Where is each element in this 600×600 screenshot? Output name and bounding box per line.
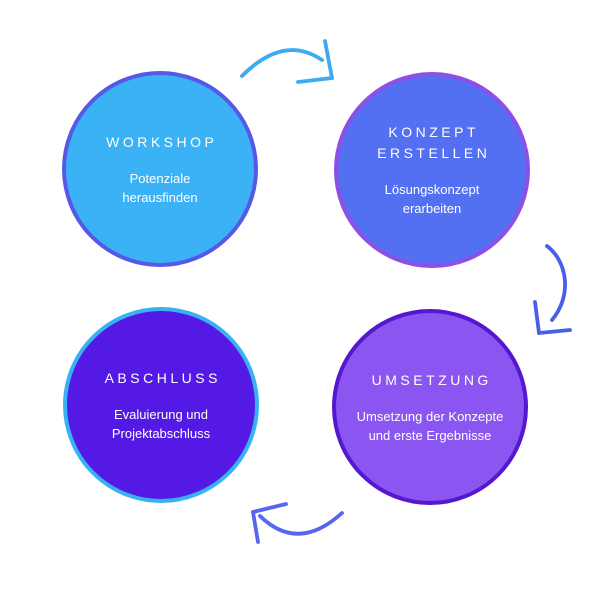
step-subtitle-abschluss: Evaluierung und Projektabschluss bbox=[111, 406, 211, 441]
step-circle-konzept-erstellen: KONZEPT ERSTELLEN Lösungskonzept erarbei… bbox=[334, 72, 530, 268]
step-subtitle-konzept-erstellen: Lösungskonzept erarbeiten bbox=[384, 182, 480, 216]
arrow-umsetzung-to-abschluss-icon bbox=[248, 498, 348, 548]
step-title-umsetzung: UMSETZUNG bbox=[371, 371, 492, 388]
step-title-abschluss: ABSCHLUSS bbox=[104, 369, 221, 386]
arrow-konzept-to-umsetzung-icon bbox=[528, 240, 574, 338]
step-title-konzept-erstellen: KONZEPT ERSTELLEN bbox=[377, 124, 491, 161]
step-circle-abschluss: ABSCHLUSS Evaluierung und Projektabschlu… bbox=[63, 307, 259, 503]
step-subtitle-umsetzung: Umsetzung der Konzepte und erste Ergebni… bbox=[356, 408, 504, 443]
step-title-workshop: WORKSHOP bbox=[106, 133, 218, 150]
step-subtitle-workshop: Potenziale herausfinden bbox=[122, 170, 198, 205]
step-circle-workshop: WORKSHOP Potenziale herausfinden bbox=[62, 71, 258, 267]
step-circle-umsetzung: UMSETZUNG Umsetzung der Konzepte und ers… bbox=[332, 309, 528, 505]
arrow-workshop-to-konzept-icon bbox=[236, 32, 338, 84]
